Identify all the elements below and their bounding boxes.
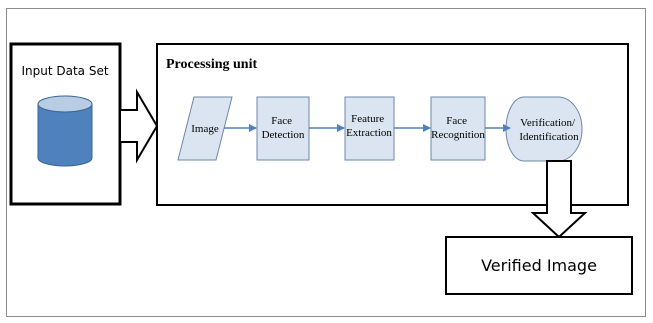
step-verification-identification-shape — [505, 96, 583, 162]
step-image: Image — [177, 96, 233, 161]
processing-to-output-arrow — [530, 160, 588, 239]
step-face-detection-label: Face Detection — [262, 115, 305, 141]
step-image-shape — [177, 96, 233, 161]
step-verification-identification: Verification/ Identification — [505, 96, 583, 162]
step-face-recognition-shape — [430, 96, 486, 161]
verified-image-label: Verified Image — [481, 256, 597, 275]
step-feature-extraction: Feature Extraction — [344, 96, 395, 161]
step-image-label: Image — [191, 123, 219, 135]
step-feature-extraction-shape — [344, 96, 395, 161]
database-cylinder-icon — [37, 95, 93, 167]
step-face-recognition-label: Face Recognition — [431, 115, 485, 141]
input-to-processing-arrow — [119, 88, 159, 164]
verified-image-box — [445, 236, 633, 295]
step-verification-identification-label: Verification/ Identification — [519, 117, 579, 143]
input-data-set-label: Input Data Set — [21, 64, 108, 78]
processing-unit-title: Processing unit — [166, 57, 257, 72]
step-feature-extraction-label: Feature Extraction — [346, 113, 392, 139]
step-face-detection: Face Detection — [256, 96, 310, 161]
input-data-set-block: Input Data Set — [9, 42, 122, 206]
step-face-recognition: Face Recognition — [430, 96, 486, 161]
verified-image-block: Verified Image — [445, 236, 633, 295]
step-face-detection-shape — [256, 96, 310, 161]
